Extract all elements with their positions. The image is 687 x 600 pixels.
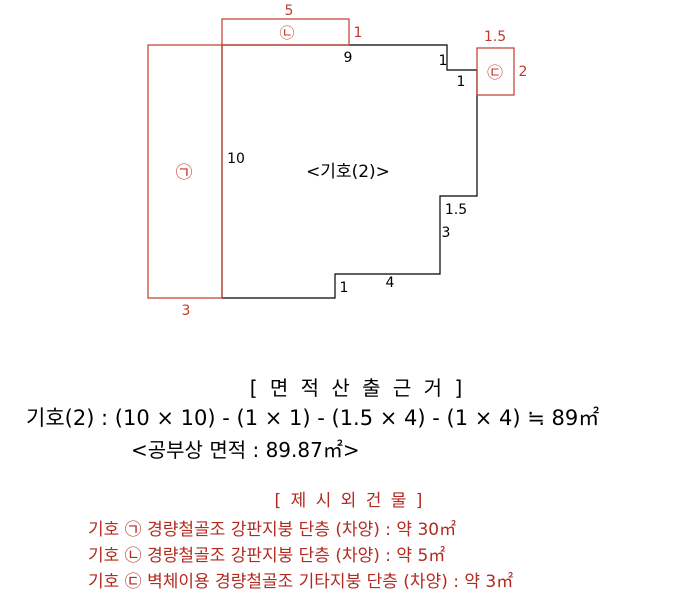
area-formula: 기호(2) : (10 × 10) - (1 × 1) - (1.5 × 4) …: [26, 406, 600, 430]
dim-red-1-5: 1.5: [484, 29, 506, 45]
dim-red-3: 3: [182, 303, 191, 319]
building-outline: [221, 44, 478, 299]
dim-bottom-step-1: 1: [340, 280, 349, 296]
floor-plan-diagram: <기호(2)> 9 1 1 10 1.5 3 1 4 5 1 1.5 2 3 ㉠…: [147, 3, 528, 319]
building-label: <기호(2)>: [306, 162, 390, 182]
extension-item-1: 기호 ㉠ 경량철골조 강판지붕 단층 (차양) : 약 30㎡: [88, 520, 457, 540]
extension-area-2: [221, 18, 350, 46]
marker-2-circled: ㉡: [279, 24, 294, 42]
calc-title: [ 면 적 산 출 근 거 ]: [249, 376, 466, 400]
marker-3-circled: ㉢: [487, 63, 503, 82]
dim-left-10: 10: [227, 151, 245, 167]
dim-notch-3: 3: [442, 225, 451, 241]
registry-area: <공부상 면적 : 89.87㎡>: [131, 438, 360, 462]
dim-red-1: 1: [354, 25, 363, 41]
dim-step-1-vertical: 1: [439, 53, 448, 69]
extension-item-2: 기호 ㉡ 경량철골조 강판지붕 단층 (차양) : 약 5㎡: [88, 546, 446, 566]
dim-red-2: 2: [519, 64, 528, 80]
dim-red-5: 5: [285, 3, 294, 19]
extension-area-3: [476, 47, 515, 96]
dim-notch-1-5: 1.5: [445, 202, 467, 218]
dim-step-1-horizontal: 1: [457, 74, 466, 90]
extensions-title: [ 제 시 외 건 물 ]: [274, 491, 425, 511]
marker-1-circled: ㉠: [176, 163, 193, 183]
dim-top-9: 9: [344, 50, 353, 66]
dim-bottom-4: 4: [386, 275, 395, 291]
extension-area-1: [147, 44, 223, 299]
extension-item-3: 기호 ㉢ 벽체이용 경량철골조 기타지붕 단층 (차양) : 약 3㎡: [88, 572, 514, 592]
